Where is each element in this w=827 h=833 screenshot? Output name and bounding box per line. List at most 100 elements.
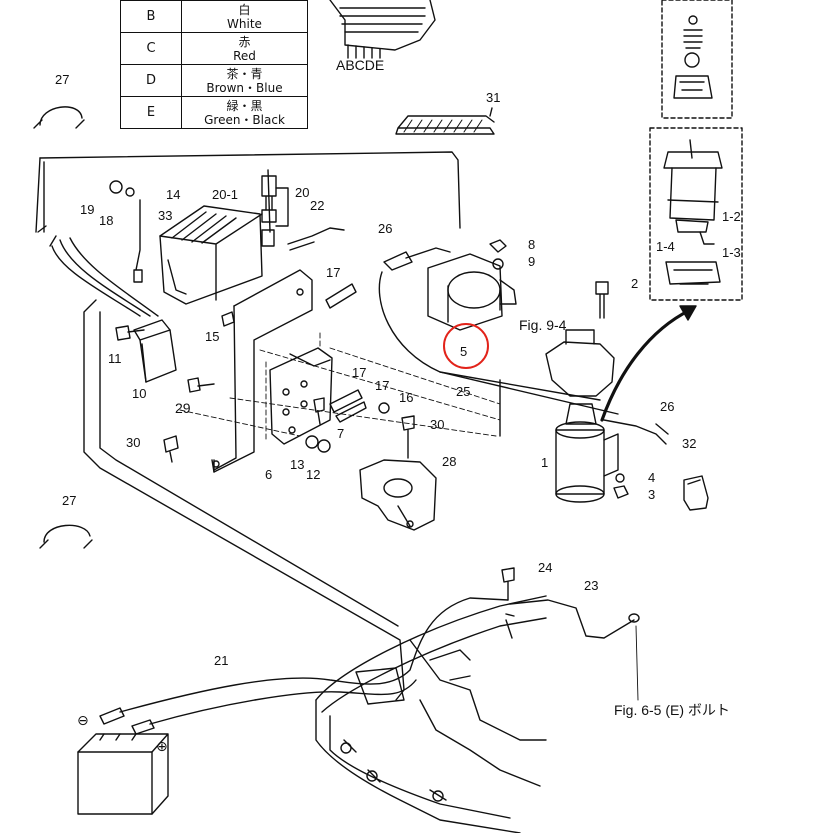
arrow-to-inset [600, 308, 692, 422]
connector-letters: ABCDE [336, 57, 385, 73]
bolt-7 [313, 397, 325, 425]
pin-17-right [335, 401, 367, 423]
part-label-33: 33 [158, 208, 173, 223]
fig-ref-9-4[interactable]: Fig. 9-4 [519, 317, 567, 333]
battery-positive-icon: ⊕ [156, 738, 168, 754]
mount-plate [269, 347, 333, 445]
bolt-29 [187, 377, 215, 393]
battery-negative-icon: ⊖ [77, 712, 89, 728]
cap-32 [683, 475, 709, 511]
color-key: B [120, 0, 182, 33]
part-label-16: 16 [399, 390, 414, 405]
part-label-5: 5 [460, 344, 468, 359]
part-label-27a: 27 [55, 72, 70, 87]
ground-wire-23 [509, 599, 635, 639]
lead-33 [133, 199, 143, 283]
part-label-10: 10 [132, 386, 147, 401]
lower-cowling [315, 595, 547, 833]
rectifier-unit [329, 0, 436, 59]
bolt-30-left [163, 435, 179, 463]
part-label-18: 18 [99, 213, 114, 228]
part-label-17c: 17 [375, 378, 390, 393]
part-label-14: 14 [166, 187, 181, 202]
part-label-30a: 30 [126, 435, 141, 450]
part-label-17b: 17 [352, 365, 367, 380]
washer-4 [615, 473, 625, 483]
part-label-2: 2 [631, 276, 639, 291]
part-label-4: 4 [648, 470, 656, 485]
lead-22 [287, 227, 345, 251]
part-label-11: 11 [108, 351, 122, 366]
bracket-28 [359, 459, 437, 531]
color-key: E [120, 96, 182, 129]
part-label-26b: 26 [660, 399, 675, 414]
bracket-plate-6 [211, 269, 313, 473]
nut-8 [489, 239, 507, 253]
part-label-12: 12 [306, 467, 321, 482]
inset-box-starter [649, 127, 743, 301]
starter-motor-1 [555, 403, 619, 503]
regulator-14 [159, 205, 263, 305]
connector-block-10 [133, 319, 177, 383]
part-label-1-4: 1-4 [656, 239, 675, 254]
fig-ref-6-5[interactable]: Fig. 6-5 (E) ボルト [614, 702, 730, 718]
part-label-27b: 27 [62, 493, 77, 508]
color-key: D [120, 64, 182, 97]
part-label-20: 20 [295, 185, 310, 200]
bracket-fig94 [545, 329, 615, 397]
collar-16 [378, 402, 390, 414]
part-label-32: 32 [682, 436, 697, 451]
starter-relay [427, 253, 517, 331]
bolt-24 [501, 567, 515, 601]
connector-20 [261, 175, 277, 211]
nut-12 [317, 439, 331, 453]
part-label-22: 22 [310, 198, 325, 213]
bolt-2 [595, 281, 609, 319]
part-label-1-3: 1-3 [722, 245, 741, 260]
part-label-31: 31 [486, 90, 501, 105]
inset-box-top [661, 0, 733, 119]
washer-18 [125, 187, 135, 197]
bolt-11 [115, 325, 145, 341]
nut-3 [613, 485, 629, 499]
part-label-26a: 26 [378, 221, 393, 236]
part-label-8: 8 [528, 237, 536, 252]
part-label-20-1: 20-1 [212, 187, 239, 202]
part-label-28: 28 [442, 454, 457, 469]
battery-cable-21 [119, 597, 509, 713]
clip-27-top [33, 106, 85, 129]
battery [77, 733, 169, 815]
bolt-30-right [401, 415, 415, 459]
lead-26-top [378, 271, 601, 401]
starter-exploded [663, 139, 723, 285]
clip-27-bottom [39, 524, 93, 549]
part-label-6: 6 [265, 467, 273, 482]
harness-left-loop [83, 299, 405, 701]
harness-25 [439, 371, 619, 437]
part-label-1: 1 [541, 455, 549, 470]
part-label-23: 23 [584, 578, 599, 593]
shim-part [395, 115, 495, 135]
washer-19 [109, 180, 123, 194]
harness-wire-top [39, 151, 461, 229]
part-label-19: 19 [80, 202, 95, 217]
connector-20-1 [261, 209, 277, 223]
collar-13 [305, 435, 319, 449]
part-label-15: 15 [205, 329, 220, 344]
washer-9 [492, 258, 504, 270]
part-label-30b: 30 [430, 417, 445, 432]
part-label-24: 24 [538, 560, 553, 575]
collar-15 [221, 311, 235, 327]
lead-26-right [603, 419, 669, 445]
part-label-25: 25 [456, 384, 471, 399]
part-label-13: 13 [290, 457, 305, 472]
part-label-29: 29 [175, 400, 191, 416]
part-label-7: 7 [337, 426, 345, 441]
